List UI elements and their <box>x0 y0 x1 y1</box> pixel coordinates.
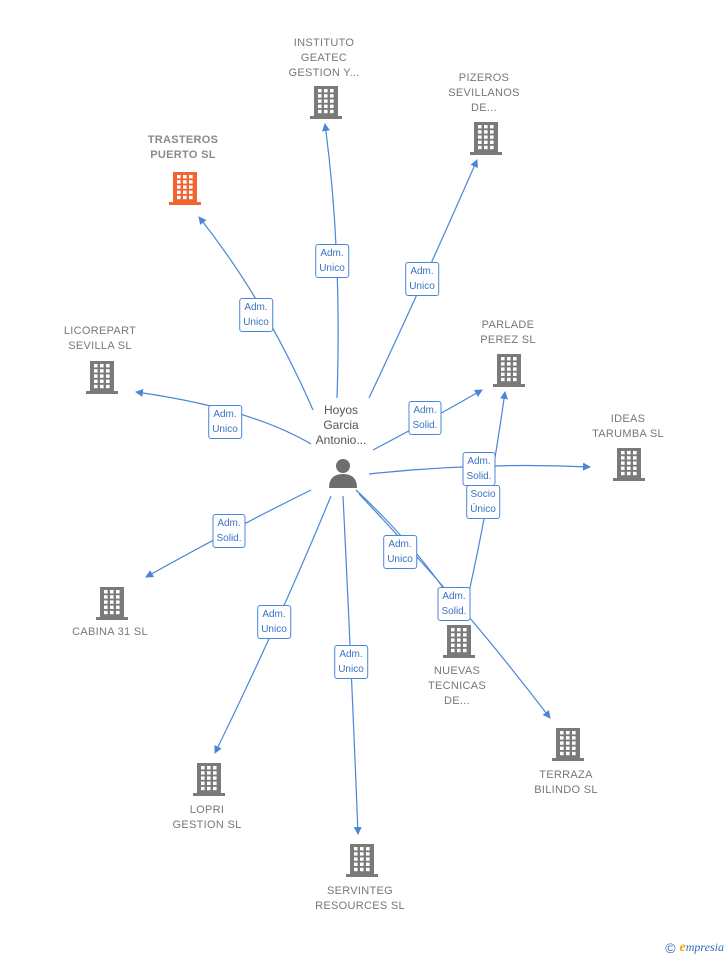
edge-label-pizeros[interactable]: Adm. Unico <box>405 262 439 296</box>
building-icon[interactable] <box>193 763 225 796</box>
company-label-pizeros[interactable]: PIZEROS SEVILLANOS DE... <box>448 72 520 114</box>
edge-label-nuevas-parlade[interactable]: Socio Único <box>466 485 500 519</box>
company-label-instituto[interactable]: INSTITUTO GEATEC GESTION Y... <box>288 37 360 79</box>
company-label-nuevas[interactable]: NUEVAS TECNICAS DE... <box>427 665 487 707</box>
copyright-symbol: © <box>665 940 676 956</box>
company-label-lopri[interactable]: LOPRI GESTION SL <box>172 804 242 831</box>
building-icon[interactable] <box>346 844 378 877</box>
company-label-ideas[interactable]: IDEAS TARUMBA SL <box>592 413 664 440</box>
building-icon[interactable] <box>310 86 342 119</box>
building-icon[interactable] <box>96 587 128 620</box>
edge-label-nuevas[interactable]: Adm. Solid. <box>437 587 471 621</box>
edge-label-trasteros[interactable]: Adm. Unico <box>239 298 273 332</box>
person-icon[interactable] <box>329 459 357 488</box>
edge-label-cabina[interactable]: Adm. Solid. <box>212 514 246 548</box>
footer-brand: © empresia <box>665 940 724 956</box>
building-icon[interactable] <box>470 122 502 155</box>
company-label-cabina[interactable]: CABINA 31 SL <box>72 626 148 638</box>
edge-label-parlade[interactable]: Adm. Solid. <box>408 401 442 435</box>
company-label-trasteros[interactable]: TRASTEROS PUERTO SL <box>147 134 219 161</box>
edge-label-lopri[interactable]: Adm. Unico <box>257 605 291 639</box>
company-label-licorepart[interactable]: LICOREPART SEVILLA SL <box>63 325 137 352</box>
building-icon[interactable] <box>613 448 645 481</box>
edge-label-terraza[interactable]: Adm. Unico <box>383 535 417 569</box>
edge-label-licorepart[interactable]: Adm. Unico <box>208 405 242 439</box>
edge-label-ideas[interactable]: Adm. Solid. <box>462 452 496 486</box>
building-icon[interactable] <box>552 728 584 761</box>
edge-label-servinteg[interactable]: Adm. Unico <box>334 645 368 679</box>
building-icon[interactable] <box>86 361 118 394</box>
person-label[interactable]: Hoyos Garcia Antonio... <box>315 403 367 447</box>
building-icon[interactable] <box>169 172 201 205</box>
building-icon[interactable] <box>493 354 525 387</box>
company-label-servinteg[interactable]: SERVINTEG RESOURCES SL <box>315 885 405 912</box>
company-label-terraza[interactable]: TERRAZA BILINDO SL <box>534 769 598 796</box>
edge-label-instituto[interactable]: Adm. Unico <box>315 244 349 278</box>
company-label-parlade[interactable]: PARLADE PEREZ SL <box>480 319 536 346</box>
building-icon[interactable] <box>443 625 475 658</box>
brand-name: empresia <box>679 940 724 955</box>
